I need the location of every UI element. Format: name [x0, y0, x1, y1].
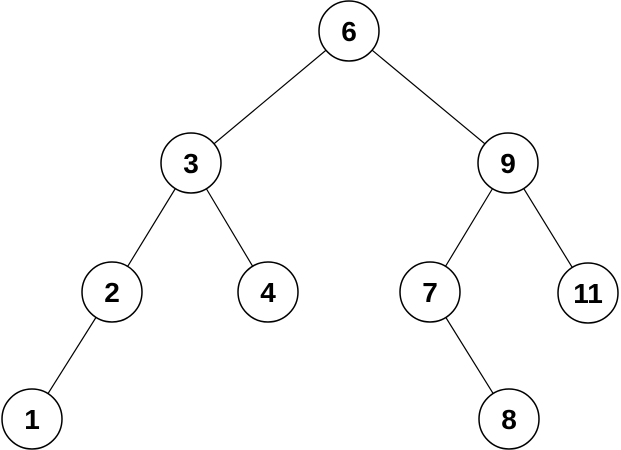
tree-node-1	[1, 388, 63, 450]
node-label-2: 2	[104, 277, 120, 308]
node-label-1: 1	[24, 404, 40, 435]
node-label-7: 7	[422, 277, 438, 308]
node-label-6: 6	[341, 16, 357, 47]
node-label-3: 3	[183, 148, 199, 179]
node-label-11: 11	[573, 278, 603, 309]
tree-node-8	[478, 388, 540, 450]
tree-node-4	[237, 261, 299, 323]
node-label-8: 8	[501, 404, 517, 435]
tree-node-3	[160, 132, 222, 194]
tree-node-9	[477, 132, 539, 194]
edge-6-9	[348, 30, 509, 164]
tree-node-6	[318, 0, 380, 62]
tree-node-11	[557, 262, 619, 324]
node-label-9: 9	[500, 148, 516, 179]
node-label-4: 4	[260, 277, 276, 308]
tree-node-2	[81, 261, 143, 323]
edge-6-3	[190, 30, 350, 164]
tree-node-7	[399, 261, 461, 323]
